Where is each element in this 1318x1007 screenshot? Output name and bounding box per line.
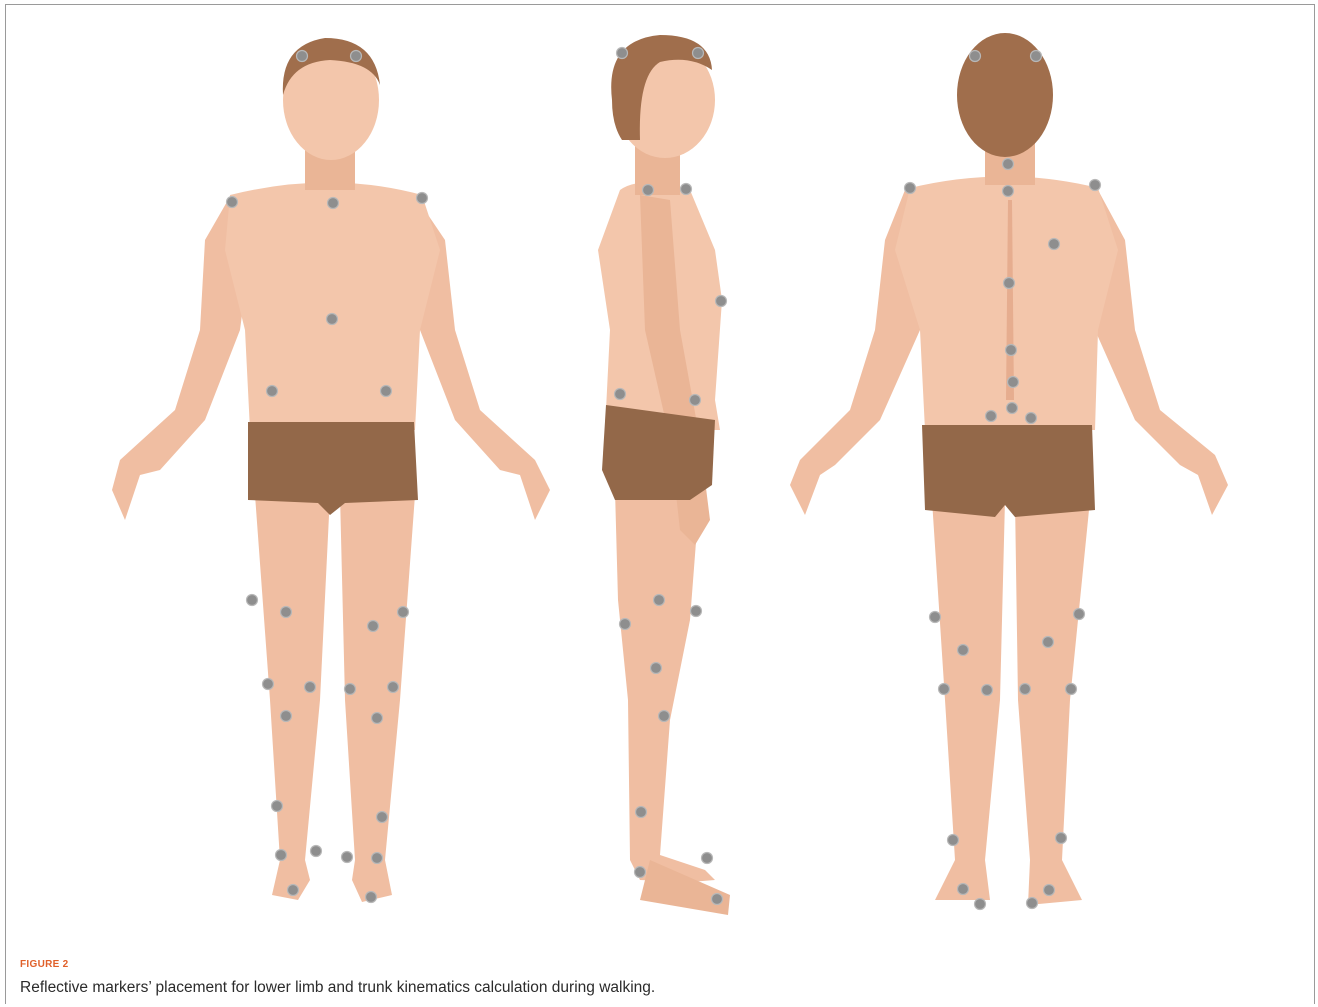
body-marker-illustration [0, 0, 1318, 950]
figure-caption: Reflective markers’ placement for lower … [20, 979, 655, 997]
figure-label: FIGURE 2 [20, 959, 69, 970]
front-view-figure [112, 38, 550, 903]
back-view-figure [790, 33, 1228, 910]
side-view-figure [598, 35, 730, 915]
